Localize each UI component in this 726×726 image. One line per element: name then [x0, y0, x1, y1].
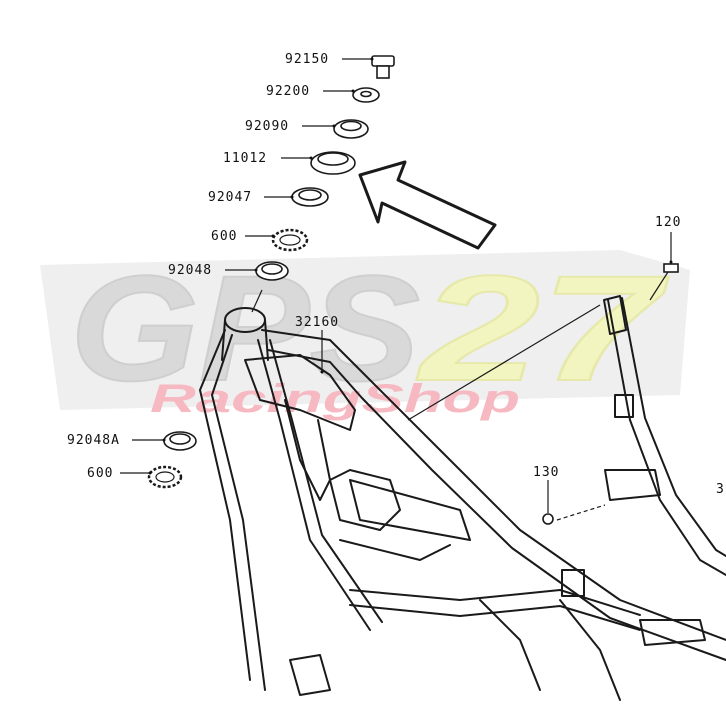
part-cap-11012 [310, 151, 356, 175]
callout-11012: 11012 [223, 151, 313, 166]
callout-label: 11012 [223, 151, 267, 166]
direction-arrow [358, 160, 497, 250]
part-bolt-120 [649, 263, 679, 301]
callout-92150: 92150 [285, 52, 374, 67]
callout-92200: 92200 [266, 84, 355, 99]
part-bearing-600-lower [147, 465, 183, 489]
callout-600-upper: 600 [211, 229, 275, 244]
part-race-92048 [255, 261, 289, 281]
callout-label: 92150 [285, 52, 329, 67]
callout-label: 3 [716, 482, 725, 497]
part-bearing-600-upper [271, 228, 309, 252]
watermark: GPS 27 RacingShop [40, 243, 690, 421]
watermark-logo-letters: GPS [70, 244, 420, 412]
part-race-92048A [163, 431, 197, 451]
callout-92048A: 92048A [67, 433, 166, 448]
callout-label: 92200 [266, 84, 310, 99]
callout-label: 32160 [295, 315, 339, 330]
part-washer-92200 [352, 87, 380, 103]
part-nut-92090 [333, 119, 369, 139]
frame-drawing [199, 295, 726, 701]
part-race-92047 [291, 187, 329, 207]
callout-120: 120 [655, 215, 681, 264]
callout-600-lower: 600 [87, 466, 152, 481]
callout-label: 120 [655, 215, 681, 230]
callout-label: 92048 [168, 263, 212, 278]
callout-label: 92090 [245, 119, 289, 134]
callout-92048: 92048 [168, 263, 263, 313]
callout-label: 600 [87, 466, 113, 481]
part-bolt-130 [542, 513, 554, 525]
callout-label: 92047 [208, 190, 252, 205]
callout-label: 92048A [67, 433, 120, 448]
callout-92090: 92090 [245, 119, 336, 134]
callout-32160: 32160 [295, 315, 339, 374]
part-bolt-92150 [371, 55, 395, 79]
callout-label: 130 [533, 465, 559, 480]
callout-edge: 3 [716, 482, 725, 497]
callout-label: 600 [211, 229, 237, 244]
watermark-tagline: RacingShop [150, 377, 520, 421]
callout-130: 130 [533, 465, 559, 513]
callout-92047: 92047 [208, 190, 294, 205]
